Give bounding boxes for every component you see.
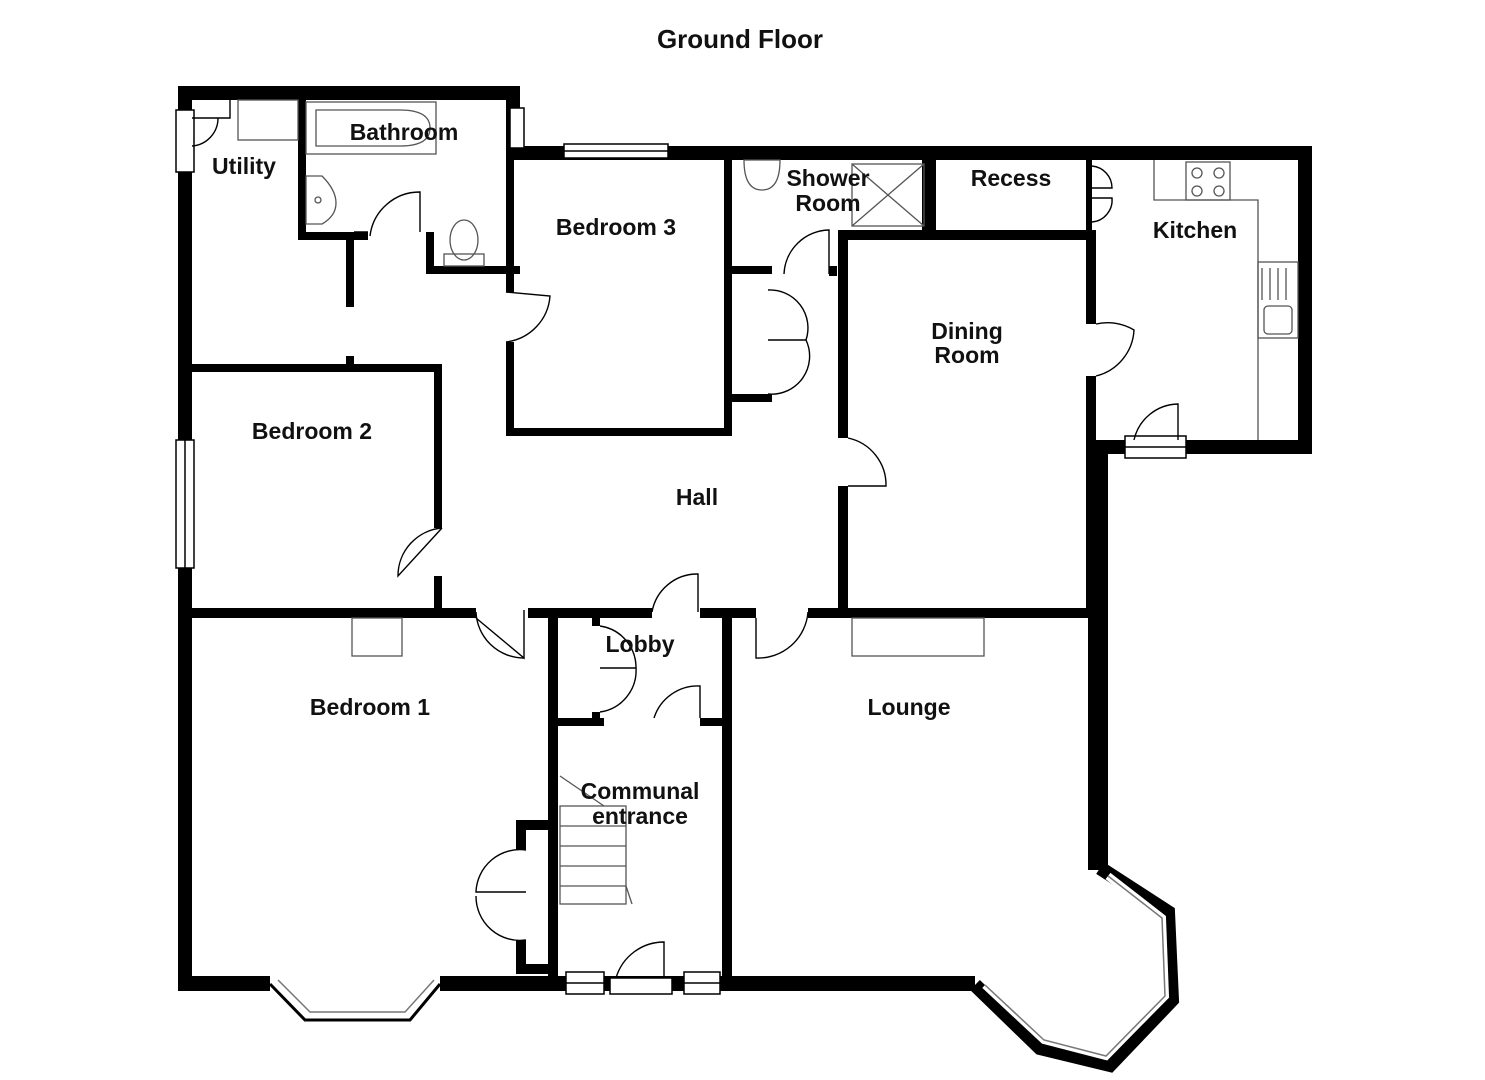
interior-walls (190, 100, 1312, 988)
sink-icon (305, 175, 337, 225)
room-label-communal-entrance-1: Communal (581, 778, 700, 804)
hob-icon (1185, 161, 1231, 201)
room-label-lounge: Lounge (867, 694, 950, 720)
fireplace-icon (351, 617, 403, 657)
shower-icon (851, 163, 925, 227)
room-label-bathroom: Bathroom (350, 119, 459, 145)
labels: Ground Floor Utility Bathroom Bedroom 3 … (212, 24, 1237, 829)
toilet-icon (443, 219, 485, 267)
room-label-shower-room-1: Shower (786, 165, 869, 191)
room-label-shower-room-2: Room (795, 190, 860, 216)
room-label-hall: Hall (676, 484, 718, 510)
room-label-kitchen: Kitchen (1153, 217, 1237, 243)
exterior-walls (178, 86, 1312, 991)
kitchen-sink-icon (1257, 261, 1299, 339)
room-label-bedroom-2: Bedroom 2 (252, 418, 372, 444)
room-label-utility: Utility (212, 153, 276, 179)
bay-windows (268, 862, 1180, 1073)
room-label-dining-room-1: Dining (931, 318, 1003, 344)
room-label-lobby: Lobby (606, 631, 675, 657)
wall-windows (175, 107, 1187, 995)
fireplace-icon (851, 617, 985, 657)
room-label-bedroom-1: Bedroom 1 (310, 694, 430, 720)
plan-title: Ground Floor (657, 24, 823, 54)
stairs-icon (559, 775, 633, 905)
bath-icon (305, 101, 437, 155)
room-label-bedroom-3: Bedroom 3 (556, 214, 676, 240)
fixtures (237, 99, 1299, 905)
doors (191, 100, 1179, 979)
basin-icon (743, 159, 781, 191)
room-label-recess: Recess (971, 165, 1052, 191)
room-label-dining-room-2: Room (934, 342, 999, 368)
room-label-communal-entrance-2: entrance (592, 803, 688, 829)
